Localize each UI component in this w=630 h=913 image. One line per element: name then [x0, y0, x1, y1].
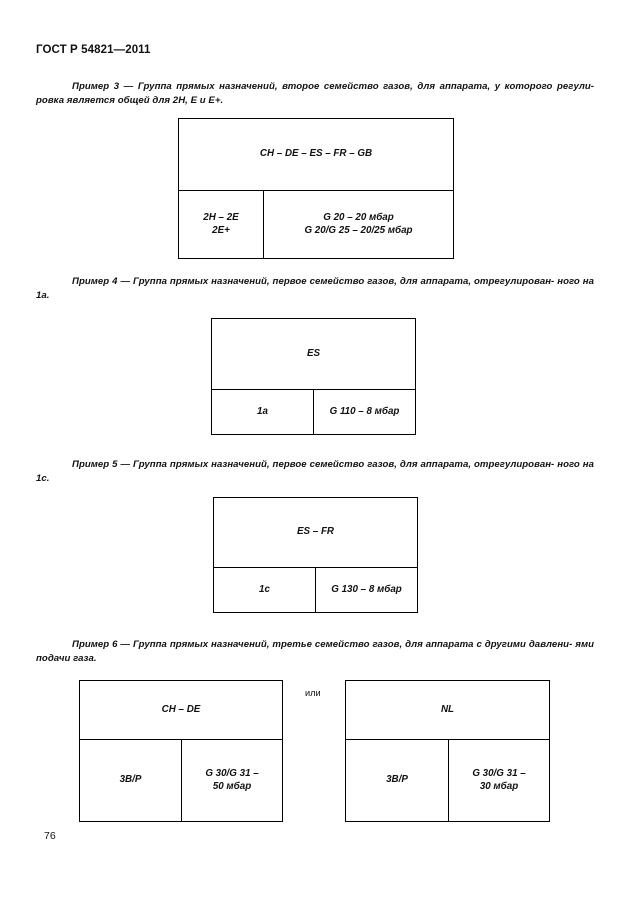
example-6-left-country-codes: CH – DE [161, 703, 201, 715]
example-6-left-gas-pressure-line1: G 30/G 31 – [205, 768, 259, 779]
example-5-country-codes: ES – FR [296, 526, 335, 538]
example-5-gas-pressure-cell: G 130 – 8 мбар [331, 583, 402, 595]
example-6-right-gas-pressure-line2: 30 мбар [479, 780, 519, 792]
example-4-table: ES 1а G 110 – 8 мбар [211, 318, 416, 435]
example-4-caption: Пример 4 — Группа прямых назначений, пер… [36, 275, 594, 302]
example-6-left-gas-pressure-line2: 50 мбар [212, 780, 252, 792]
example-3-gas-category-line2: 2E+ [212, 224, 230, 236]
example-5-gas-category-cell: 1с [214, 568, 316, 612]
example-3-gas-pressure-line1: G 20 – 20 мбар [323, 212, 394, 223]
example-4-gas-category-cell: 1а [212, 390, 314, 434]
example-6-table-right: NL 3B/P G 30/G 31 – 30 мбар [345, 680, 550, 822]
example-5-table-header-row: ES – FR [214, 498, 417, 568]
example-6-left-gas-category-cell: 3B/P [80, 740, 182, 821]
example-3-gas-pressure-cell: G 20 – 20 мбар G 20/G 25 – 20/25 мбар [264, 191, 453, 258]
example-5-table: ES – FR 1с G 130 – 8 мбар [213, 497, 418, 613]
example-6-left-table-body-row: 3B/P G 30/G 31 – 50 мбар [80, 740, 282, 821]
example-6-caption-line1: Пример 6 — Группа прямых назначений, тре… [72, 639, 573, 650]
example-4-caption-line1: Пример 4 — Группа прямых назначений, пер… [72, 276, 555, 287]
example-6-right-gas-category-cell: 3B/P [346, 740, 449, 821]
example-4-country-codes: ES [306, 347, 321, 359]
example-6-caption: Пример 6 — Группа прямых назначений, тре… [36, 638, 594, 665]
example-6-right-gas-pressure-cell: G 30/G 31 – 30 мбар [449, 740, 549, 821]
example-3-gas-category-cell: 2H – 2E 2E+ [179, 191, 264, 258]
example-6-right-gas-pressure-line1: G 30/G 31 – [472, 768, 526, 779]
example-6-left-gas-pressure-cell: G 30/G 31 – 50 мбар [182, 740, 282, 821]
example-6-caption-line2: ями подачи газа. [36, 639, 595, 664]
example-3-caption: Пример 3 — Группа прямых назначений, вто… [36, 80, 594, 107]
example-3-table-body-row: 2H – 2E 2E+ G 20 – 20 мбар G 20/G 25 – 2… [179, 191, 453, 258]
example-5-caption-line2: ного на 1с. [36, 459, 594, 484]
example-5-caption: Пример 5 — Группа прямых назначений, пер… [36, 458, 594, 485]
example-6-table-left: CH – DE 3B/P G 30/G 31 – 50 мбар [79, 680, 283, 822]
example-6-or-separator: или [305, 688, 321, 698]
example-3-gas-pressure-line2: G 20/G 25 – 20/25 мбар [304, 224, 413, 236]
example-5-table-body-row: 1с G 130 – 8 мбар [214, 568, 417, 612]
example-6-left-table-header-row: CH – DE [80, 681, 282, 740]
example-4-table-body-row: 1а G 110 – 8 мбар [212, 390, 415, 434]
example-3-table: CH – DE – ES – FR – GB 2H – 2E 2E+ G 20 … [178, 118, 454, 259]
example-3-caption-line1: Пример 3 — Группа прямых назначений, вто… [72, 81, 594, 92]
example-6-right-country-codes: NL [440, 703, 455, 715]
example-5-caption-line1: Пример 5 — Группа прямых назначений, пер… [72, 459, 555, 470]
document-header-standard-id: ГОСТ Р 54821—2011 [36, 44, 151, 56]
example-3-country-codes: CH – DE – ES – FR – GB [259, 148, 373, 160]
example-6-right-table-body-row: 3B/P G 30/G 31 – 30 мбар [346, 740, 549, 821]
page-number: 76 [44, 830, 56, 842]
example-3-gas-category-line1: 2H – 2E [203, 212, 239, 223]
example-3-table-header-row: CH – DE – ES – FR – GB [179, 119, 453, 191]
example-4-caption-line2: ного на 1а. [36, 276, 594, 301]
example-4-gas-pressure-cell: G 110 – 8 мбар [329, 405, 400, 417]
example-6-right-table-header-row: NL [346, 681, 549, 740]
example-3-caption-line2: ровка является общей для 2H, E и E+. [36, 94, 224, 106]
example-4-table-header-row: ES [212, 319, 415, 390]
